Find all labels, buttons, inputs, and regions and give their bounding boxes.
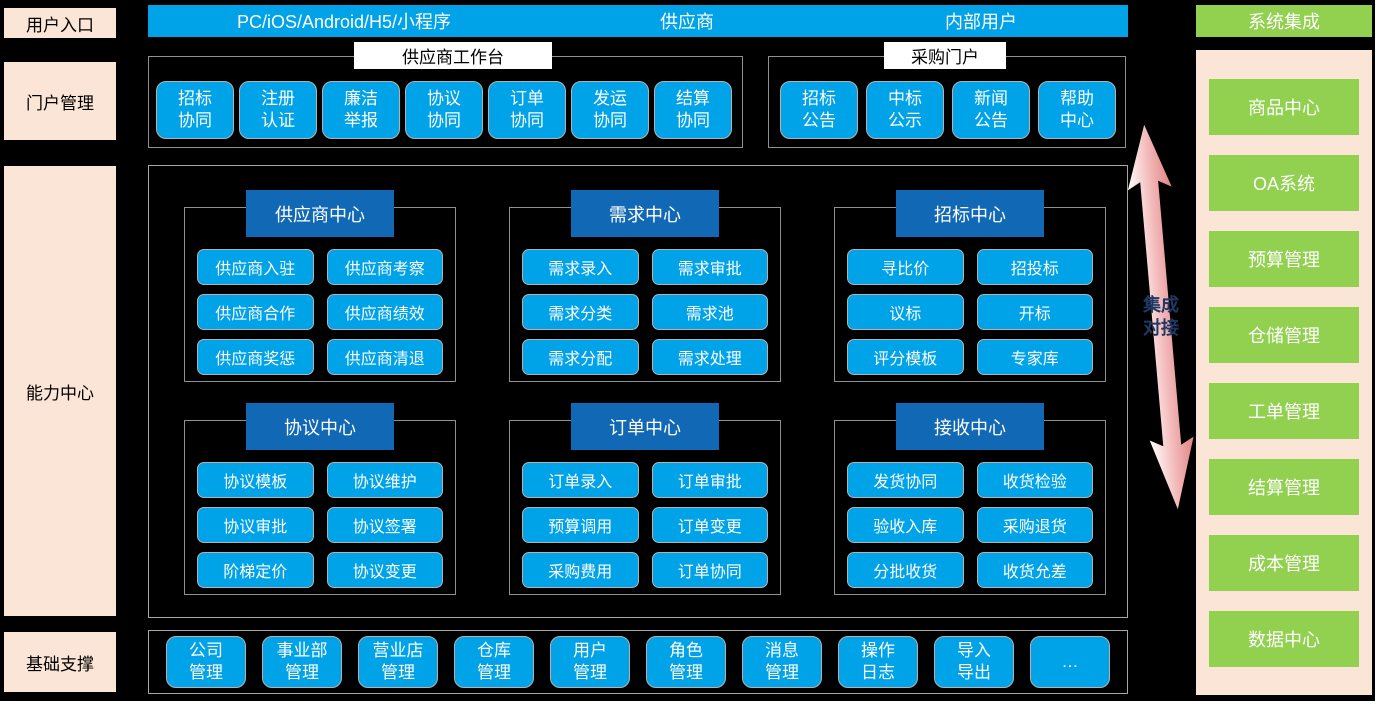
- center-item-chip: 评分模板: [847, 339, 964, 375]
- center-group-order: 订单中心 订单录入 订单审批 预算调用 订单变更 采购费用 订单协同: [509, 403, 781, 595]
- center-item-chip: 供应商入驻: [197, 249, 314, 285]
- channel-internal-user: 内部用户: [945, 12, 1017, 32]
- center-item-chip: 协议模板: [197, 462, 314, 498]
- supplier-workbench-chips: 招标 协同 注册 认证 廉洁 举报 协议 协同 订单 协同 发运 协同 结算 协…: [156, 81, 732, 139]
- support-chip: 事业部 管理: [262, 636, 342, 688]
- center-item-chip: 订单变更: [651, 507, 768, 543]
- user-entry-bar: PC/iOS/Android/H5/小程序 供应商 内部用户: [148, 5, 1128, 37]
- integration-system-chip: 预算管理: [1209, 231, 1359, 287]
- center-item-chip: 开标: [976, 294, 1093, 330]
- support-chip: 导入 导出: [934, 636, 1014, 688]
- center-item-chip: 需求分类: [522, 294, 639, 330]
- center-item-chip: 收货检验: [976, 462, 1093, 498]
- portal-chip: 帮助 中心: [1038, 81, 1116, 139]
- center-item-chip: 订单录入: [522, 462, 639, 498]
- center-item-chip: 采购退货: [976, 507, 1093, 543]
- center-group-title: 接收中心: [896, 403, 1044, 450]
- capability-center-box: [148, 165, 1128, 618]
- center-item-chip: 采购费用: [522, 552, 639, 588]
- center-group-demand: 需求中心 需求录入 需求审批 需求分类 需求池 需求分配 需求处理: [509, 190, 781, 382]
- center-item-chip: 寻比价: [847, 249, 964, 285]
- workbench-chip: 招标 协同: [156, 81, 234, 139]
- center-item-chip: 阶梯定价: [197, 552, 314, 588]
- basic-support-chips: 公司 管理 事业部 管理 营业店 管理 仓库 管理 用户 管理 角色 管理 消息…: [166, 636, 1110, 688]
- center-item-chip: 供应商奖惩: [197, 339, 314, 375]
- center-item-chip: 协议审批: [197, 507, 314, 543]
- center-item-chip: 需求池: [651, 294, 768, 330]
- center-item-chip: 分批收货: [847, 552, 964, 588]
- support-chip: 仓库 管理: [454, 636, 534, 688]
- center-item-chip: 需求处理: [651, 339, 768, 375]
- support-chip: 角色 管理: [646, 636, 726, 688]
- workbench-chip: 发运 协同: [571, 81, 649, 139]
- center-group-title: 供应商中心: [246, 190, 394, 237]
- support-chip: 消息 管理: [742, 636, 822, 688]
- center-item-chip: 需求录入: [522, 249, 639, 285]
- basic-support-box: [148, 630, 1128, 694]
- rail-label-portal-management: 门户管理: [4, 62, 116, 140]
- center-item-chip: 订单协同: [651, 552, 768, 588]
- center-item-chip: 需求审批: [651, 249, 768, 285]
- workbench-chip: 廉洁 举报: [322, 81, 400, 139]
- workbench-chip: 注册 认证: [239, 81, 317, 139]
- integration-systems-rail: 商品中心 OA系统 预算管理 仓储管理 工单管理 结算管理 成本管理 数据中心: [1196, 50, 1372, 695]
- portal-chip: 中标 公示: [866, 81, 944, 139]
- center-item-chip: 供应商考察: [326, 249, 443, 285]
- center-group-bidding: 招标中心 寻比价 招投标 议标 开标 评分模板 专家库: [834, 190, 1106, 382]
- supplier-workbench-title: 供应商工作台: [354, 42, 552, 69]
- workbench-chip: 协议 协同: [405, 81, 483, 139]
- system-integration-header: 系统集成: [1196, 5, 1372, 37]
- center-item-chip: 专家库: [976, 339, 1093, 375]
- double-arrow-shape: [1127, 124, 1194, 510]
- portal-chip: 招标 公告: [780, 81, 858, 139]
- integration-system-chip: 仓储管理: [1209, 307, 1359, 363]
- rail-label-capability-center: 能力中心: [4, 166, 116, 616]
- center-item-chip: 供应商清退: [326, 339, 443, 375]
- integration-system-chip: 工单管理: [1209, 383, 1359, 439]
- channel-supplier: 供应商: [660, 12, 714, 32]
- center-group-agreement: 协议中心 协议模板 协议维护 协议审批 协议签署 阶梯定价 协议变更: [184, 403, 456, 595]
- channel-pc-ios-android-h5-miniprogram: PC/iOS/Android/H5/小程序: [236, 12, 452, 32]
- center-item-chip: 验收入库: [847, 507, 964, 543]
- center-item-chip: 订单审批: [651, 462, 768, 498]
- center-item-chip: 收货允差: [976, 552, 1093, 588]
- center-item-chip: 招投标: [976, 249, 1093, 285]
- support-chip-ellipsis: …: [1030, 636, 1110, 688]
- rail-label-user-entry: 用户入口: [4, 8, 116, 38]
- center-item-chip: 协议签署: [326, 507, 443, 543]
- support-chip: 用户 管理: [550, 636, 630, 688]
- center-group-title: 协议中心: [246, 403, 394, 450]
- center-item-chip: 协议变更: [326, 552, 443, 588]
- center-item-chip: 预算调用: [522, 507, 639, 543]
- center-group-receiving: 接收中心 发货协同 收货检验 验收入库 采购退货 分批收货 收货允差: [834, 403, 1106, 595]
- center-item-chip: 协议维护: [326, 462, 443, 498]
- workbench-chip: 订单 协同: [488, 81, 566, 139]
- center-item-chip: 发货协同: [847, 462, 964, 498]
- workbench-chip: 结算 协同: [654, 81, 732, 139]
- center-item-chip: 供应商合作: [197, 294, 314, 330]
- center-group-supplier: 供应商中心 供应商入驻 供应商考察 供应商合作 供应商绩效 供应商奖惩 供应商清…: [184, 190, 456, 382]
- integration-system-chip: 成本管理: [1209, 535, 1359, 591]
- center-group-title: 招标中心: [896, 190, 1044, 237]
- portal-chip: 新闻 公告: [952, 81, 1030, 139]
- support-chip: 营业店 管理: [358, 636, 438, 688]
- integration-arrow-label: 集成 对接: [1143, 295, 1179, 338]
- center-item-chip: 需求分配: [522, 339, 639, 375]
- integration-system-chip: 商品中心: [1209, 79, 1359, 135]
- support-chip: 公司 管理: [166, 636, 246, 688]
- integration-system-chip: OA系统: [1209, 155, 1359, 211]
- integration-arrow: [1127, 122, 1194, 512]
- center-group-title: 订单中心: [571, 403, 719, 450]
- center-item-chip: 议标: [847, 294, 964, 330]
- integration-system-chip: 数据中心: [1209, 611, 1359, 667]
- rail-label-basic-support: 基础支撑: [4, 632, 116, 692]
- purchase-portal-chips: 招标 公告 中标 公示 新闻 公告 帮助 中心: [780, 81, 1116, 139]
- support-chip: 操作 日志: [838, 636, 918, 688]
- integration-system-chip: 结算管理: [1209, 459, 1359, 515]
- center-group-title: 需求中心: [571, 190, 719, 237]
- purchase-portal-title: 采购门户: [884, 42, 1006, 69]
- center-item-chip: 供应商绩效: [326, 294, 443, 330]
